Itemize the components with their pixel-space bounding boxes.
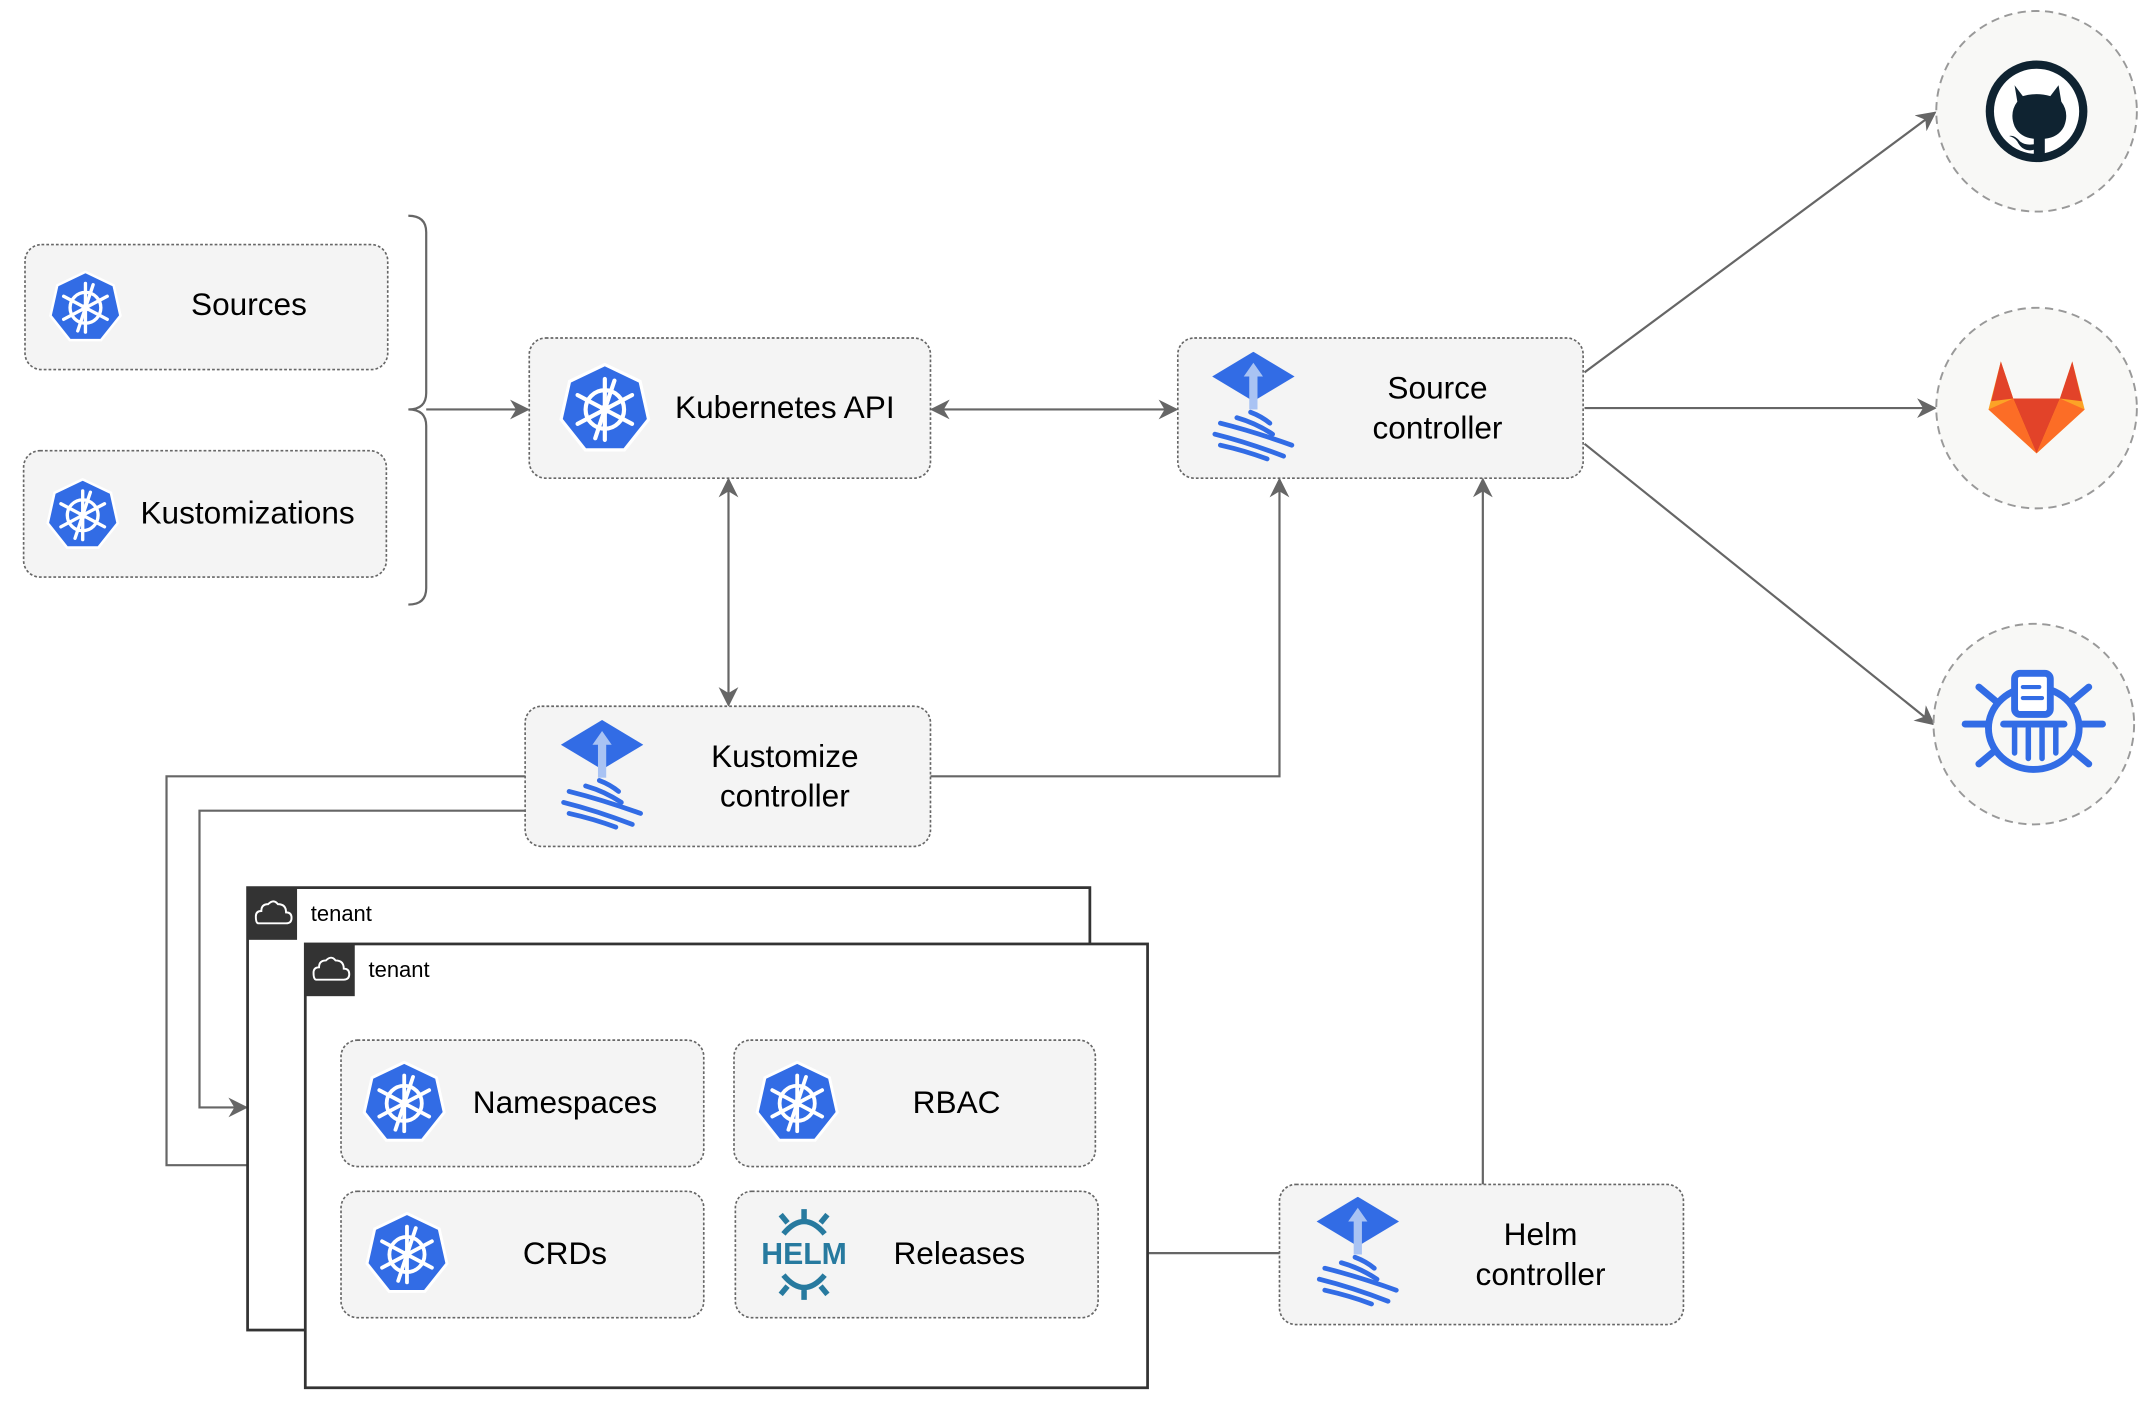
edges — [165, 111, 1937, 1264]
external-bucket[interactable] — [1932, 622, 2136, 826]
bucket-icon — [1961, 669, 2106, 773]
tenant-label: tenant — [369, 957, 430, 982]
external-github[interactable] — [1935, 10, 2138, 213]
tenant-label: tenant — [311, 901, 372, 926]
tenant-front[interactable]: tenant Namespaces RBAC CRDs HELM Release… — [303, 942, 1149, 1390]
node-kustomizations[interactable]: Kustomizations — [22, 449, 388, 578]
edge-kustomize-to-tenant-back — [198, 809, 526, 1118]
edge-source-to-bucket — [1583, 442, 1936, 726]
brace — [408, 214, 428, 606]
node-label-line-1: Helm — [1504, 1216, 1578, 1252]
node-label: Sources — [191, 286, 307, 322]
edge-kustomize-to-source-controller — [930, 477, 1290, 778]
node-label: Kustomizations — [140, 495, 354, 531]
node-label: Releases — [893, 1235, 1025, 1271]
node-namespaces[interactable]: Namespaces — [340, 1039, 705, 1168]
node-kubernetes-api[interactable]: Kubernetes API — [528, 337, 932, 479]
github-icon — [1985, 60, 2088, 163]
node-source-controller[interactable]: Source controller — [1176, 337, 1584, 479]
node-label-line-1: Source — [1387, 370, 1487, 406]
node-label: Namespaces — [473, 1084, 657, 1120]
node-label-line-2: controller — [720, 778, 850, 814]
node-label-line-2: controller — [1476, 1256, 1606, 1292]
node-label: Kubernetes API — [675, 389, 895, 425]
node-kustomize-controller[interactable]: Kustomize controller — [524, 705, 932, 848]
gitlab-icon — [1988, 361, 2085, 454]
node-label-line-2: controller — [1373, 409, 1503, 445]
node-label: RBAC — [913, 1084, 1001, 1120]
svg-text:HELM: HELM — [761, 1238, 847, 1271]
edge-source-to-github — [1583, 111, 1937, 374]
node-releases[interactable]: HELM Releases — [734, 1190, 1099, 1319]
node-label: CRDs — [523, 1235, 607, 1271]
node-rbac[interactable]: RBAC — [733, 1039, 1097, 1168]
node-label-line-1: Kustomize — [711, 738, 858, 774]
node-sources[interactable]: Sources — [24, 243, 389, 371]
edge-kustomize-to-tenant-front — [165, 775, 526, 1176]
node-crds[interactable]: CRDs — [340, 1190, 705, 1319]
node-helm-controller[interactable]: Helm controller — [1278, 1183, 1685, 1326]
cloud-icon — [312, 956, 351, 981]
helm-icon: HELM — [761, 1209, 847, 1300]
cloud-icon — [254, 900, 293, 925]
external-gitlab[interactable] — [1935, 306, 2138, 510]
